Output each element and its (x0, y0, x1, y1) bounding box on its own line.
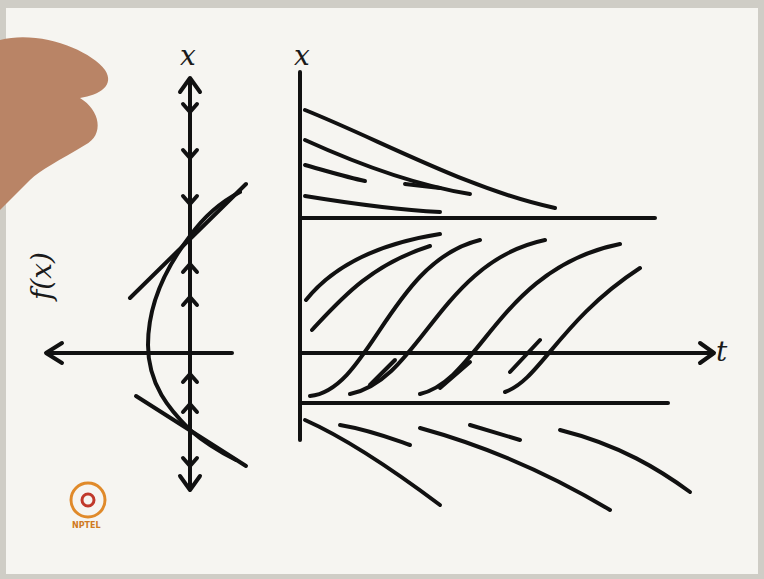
logo (71, 483, 105, 517)
axis-label: t (716, 338, 727, 366)
axis-label: x (180, 42, 196, 70)
watermark: NPTEL (72, 522, 101, 530)
axis-label: f(x) (28, 252, 56, 300)
axis-label: x (294, 42, 310, 70)
hand (0, 37, 108, 210)
